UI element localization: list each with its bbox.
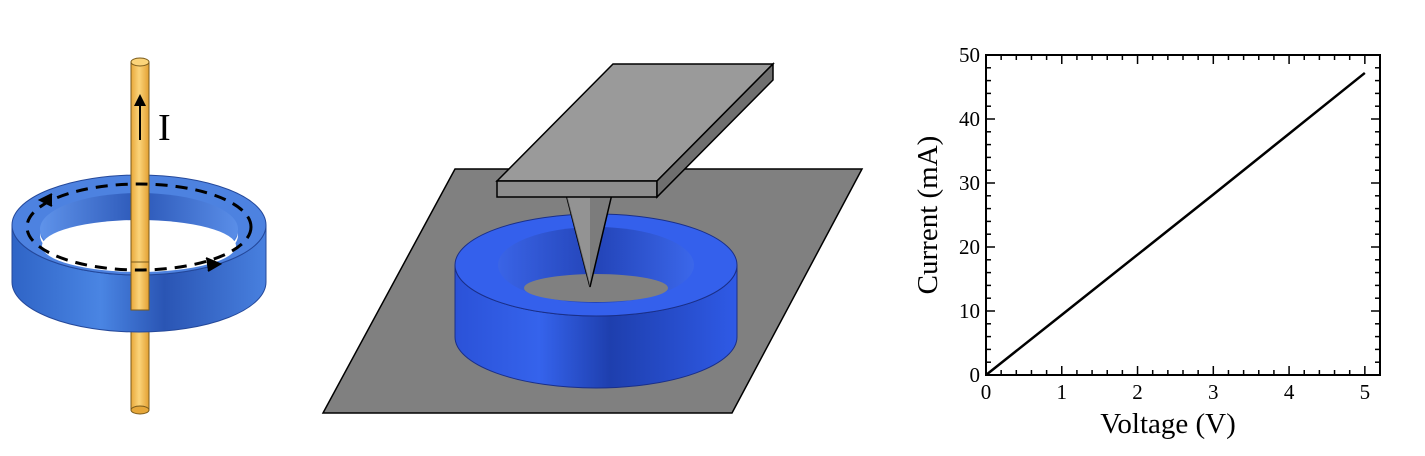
panel-a-wire-ring: I bbox=[11, 57, 267, 415]
current-label: I bbox=[158, 107, 171, 149]
x-tick-label: 1 bbox=[1057, 380, 1068, 404]
x-tick-label: 0 bbox=[981, 380, 992, 404]
series-line bbox=[985, 71, 1366, 376]
y-tick-label: 20 bbox=[959, 235, 980, 259]
cantilever-front bbox=[496, 180, 658, 198]
cantilever-side bbox=[656, 62, 774, 199]
x-tick-labels: 0 1 2 3 4 5 bbox=[981, 380, 1370, 404]
x-tick-label: 4 bbox=[1284, 380, 1295, 404]
wire-upper bbox=[130, 61, 150, 263]
panel-b-afm-setup bbox=[321, 62, 864, 414]
circulation-arrow-right-icon bbox=[205, 257, 223, 272]
series-layer bbox=[985, 71, 1366, 376]
y-tick-label: 50 bbox=[959, 43, 980, 67]
x-tick-label: 2 bbox=[1132, 380, 1143, 404]
y-axis-title: Current (mA) bbox=[912, 136, 944, 295]
axis-ticks bbox=[985, 54, 1381, 376]
x-tick-label: 3 bbox=[1208, 380, 1219, 404]
x-tick-label: 5 bbox=[1360, 380, 1371, 404]
circulation-dashed-loop bbox=[25, 182, 253, 272]
y-tick-label: 40 bbox=[959, 107, 980, 131]
circulation-arrow-left-icon bbox=[37, 193, 53, 207]
y-tick-label: 30 bbox=[959, 171, 980, 195]
y-tick-labels: 0 10 20 30 40 50 bbox=[959, 43, 980, 387]
wire-end bbox=[130, 57, 150, 67]
x-axis-title: Voltage (V) bbox=[1100, 408, 1236, 440]
y-tick-label: 0 bbox=[970, 363, 981, 387]
iv-chart: 0 1 2 3 4 5 0 10 20 30 40 50 Voltage (V) Current (… bbox=[912, 43, 1381, 440]
y-tick-label: 10 bbox=[959, 299, 980, 323]
